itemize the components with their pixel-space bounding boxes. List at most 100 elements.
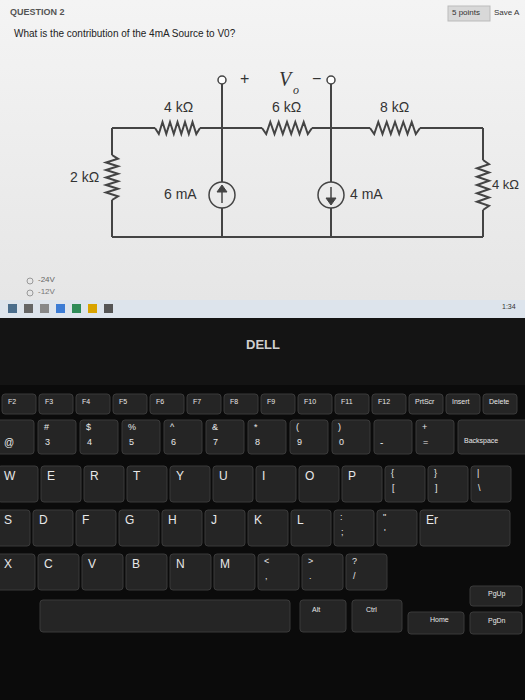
key-cap — [164, 420, 202, 454]
current-source — [318, 182, 344, 208]
key-label: # — [44, 423, 49, 433]
key-cap — [471, 466, 511, 502]
keyboard-deck — [0, 385, 525, 700]
key-cap — [80, 420, 118, 454]
resistor-symbol — [106, 155, 118, 200]
key-label: % — [128, 423, 136, 433]
key-label: F8 — [230, 398, 238, 406]
key-cap — [261, 394, 295, 414]
terminal — [218, 76, 226, 84]
key-label: G — [125, 514, 134, 527]
key-label: ? — [352, 557, 357, 567]
key-cap — [0, 420, 34, 454]
key-cap — [409, 394, 443, 414]
key-label: 3 — [45, 438, 50, 448]
key-label: - — [380, 437, 383, 448]
resistor-symbol — [155, 122, 200, 134]
circuit-wires — [106, 76, 489, 237]
resistor-symbol — [477, 160, 489, 210]
key-label: 5 — [129, 438, 134, 448]
key-label: ) — [338, 423, 341, 433]
resistor-value: 4 kΩ — [492, 178, 519, 192]
key-label: ( — [296, 423, 299, 433]
key-label: | — [477, 469, 479, 479]
key-label: : — [340, 513, 343, 523]
key-label: T — [133, 470, 140, 483]
key-cap — [126, 554, 167, 590]
key-cap — [428, 466, 468, 502]
voltage-name: V — [279, 68, 291, 90]
key-cap — [248, 510, 288, 546]
key-label: , — [265, 572, 268, 582]
radio-buttons — [27, 278, 33, 296]
key-cap — [224, 394, 258, 414]
key-label: 4 — [87, 438, 92, 448]
key-cap — [335, 394, 369, 414]
key-cap — [214, 554, 255, 590]
key-label: B — [132, 558, 140, 571]
key-cap — [213, 466, 253, 502]
key-label: F5 — [119, 398, 127, 406]
key-label: PgUp — [488, 590, 506, 598]
key-cap — [170, 466, 210, 502]
key-cap — [170, 554, 211, 590]
key-label: { — [391, 469, 394, 479]
key-cap — [470, 586, 522, 606]
key-label: F6 — [156, 398, 164, 406]
key-cap — [374, 420, 412, 454]
key-label: K — [254, 514, 262, 527]
key-label: Insert — [452, 398, 470, 406]
key-cap — [483, 394, 517, 414]
polarity-sign: + — [240, 70, 249, 88]
key-cap — [385, 466, 425, 502]
key-cap — [0, 466, 38, 502]
question-text: What is the contribution of the 4mA Sour… — [14, 28, 235, 39]
resistor-value: 4 kΩ — [164, 100, 193, 115]
key-label: U — [219, 470, 228, 483]
key-cap — [76, 510, 116, 546]
taskbar — [0, 300, 525, 318]
answer-option: -12V — [38, 288, 55, 297]
key-label: F3 — [45, 398, 53, 406]
key-cap — [300, 600, 346, 632]
key-cap — [372, 394, 406, 414]
key-label: F — [82, 514, 89, 527]
resistor-value: 8 kΩ — [380, 100, 409, 115]
key-cap — [342, 466, 382, 502]
key-label: } — [434, 469, 437, 479]
key-label: O — [305, 470, 314, 483]
key-cap — [291, 510, 331, 546]
key-label: C — [44, 558, 53, 571]
key-cap — [162, 510, 202, 546]
key-cap — [290, 420, 328, 454]
key-label: J — [211, 514, 217, 527]
key-cap — [76, 394, 110, 414]
key-label: F4 — [82, 398, 90, 406]
terminal — [327, 76, 335, 84]
key-label: Delete — [489, 398, 509, 406]
key-cap — [84, 466, 124, 502]
key-label: " — [383, 513, 386, 523]
key-label: < — [264, 557, 269, 567]
key-cap — [334, 510, 374, 546]
key-cap — [38, 554, 79, 590]
key-label: @ — [4, 437, 14, 448]
key-label: X — [4, 558, 12, 571]
key-label: P — [348, 470, 356, 483]
key-cap — [0, 510, 30, 546]
key-cap — [2, 394, 36, 414]
key-label: . — [309, 572, 312, 582]
answer-option: -24V — [38, 276, 55, 285]
key-cap — [416, 420, 454, 454]
key-cap — [446, 394, 480, 414]
key-cap — [127, 466, 167, 502]
key-label: = — [423, 438, 428, 448]
laptop-bezel — [0, 318, 525, 700]
key-cap — [205, 510, 245, 546]
key-label: + — [422, 423, 427, 433]
key-cap — [352, 600, 402, 632]
key-label: Er — [426, 514, 438, 527]
key-label: 8 — [255, 438, 260, 448]
voltage-subscript: o — [293, 84, 299, 97]
key-label: M — [220, 558, 230, 571]
